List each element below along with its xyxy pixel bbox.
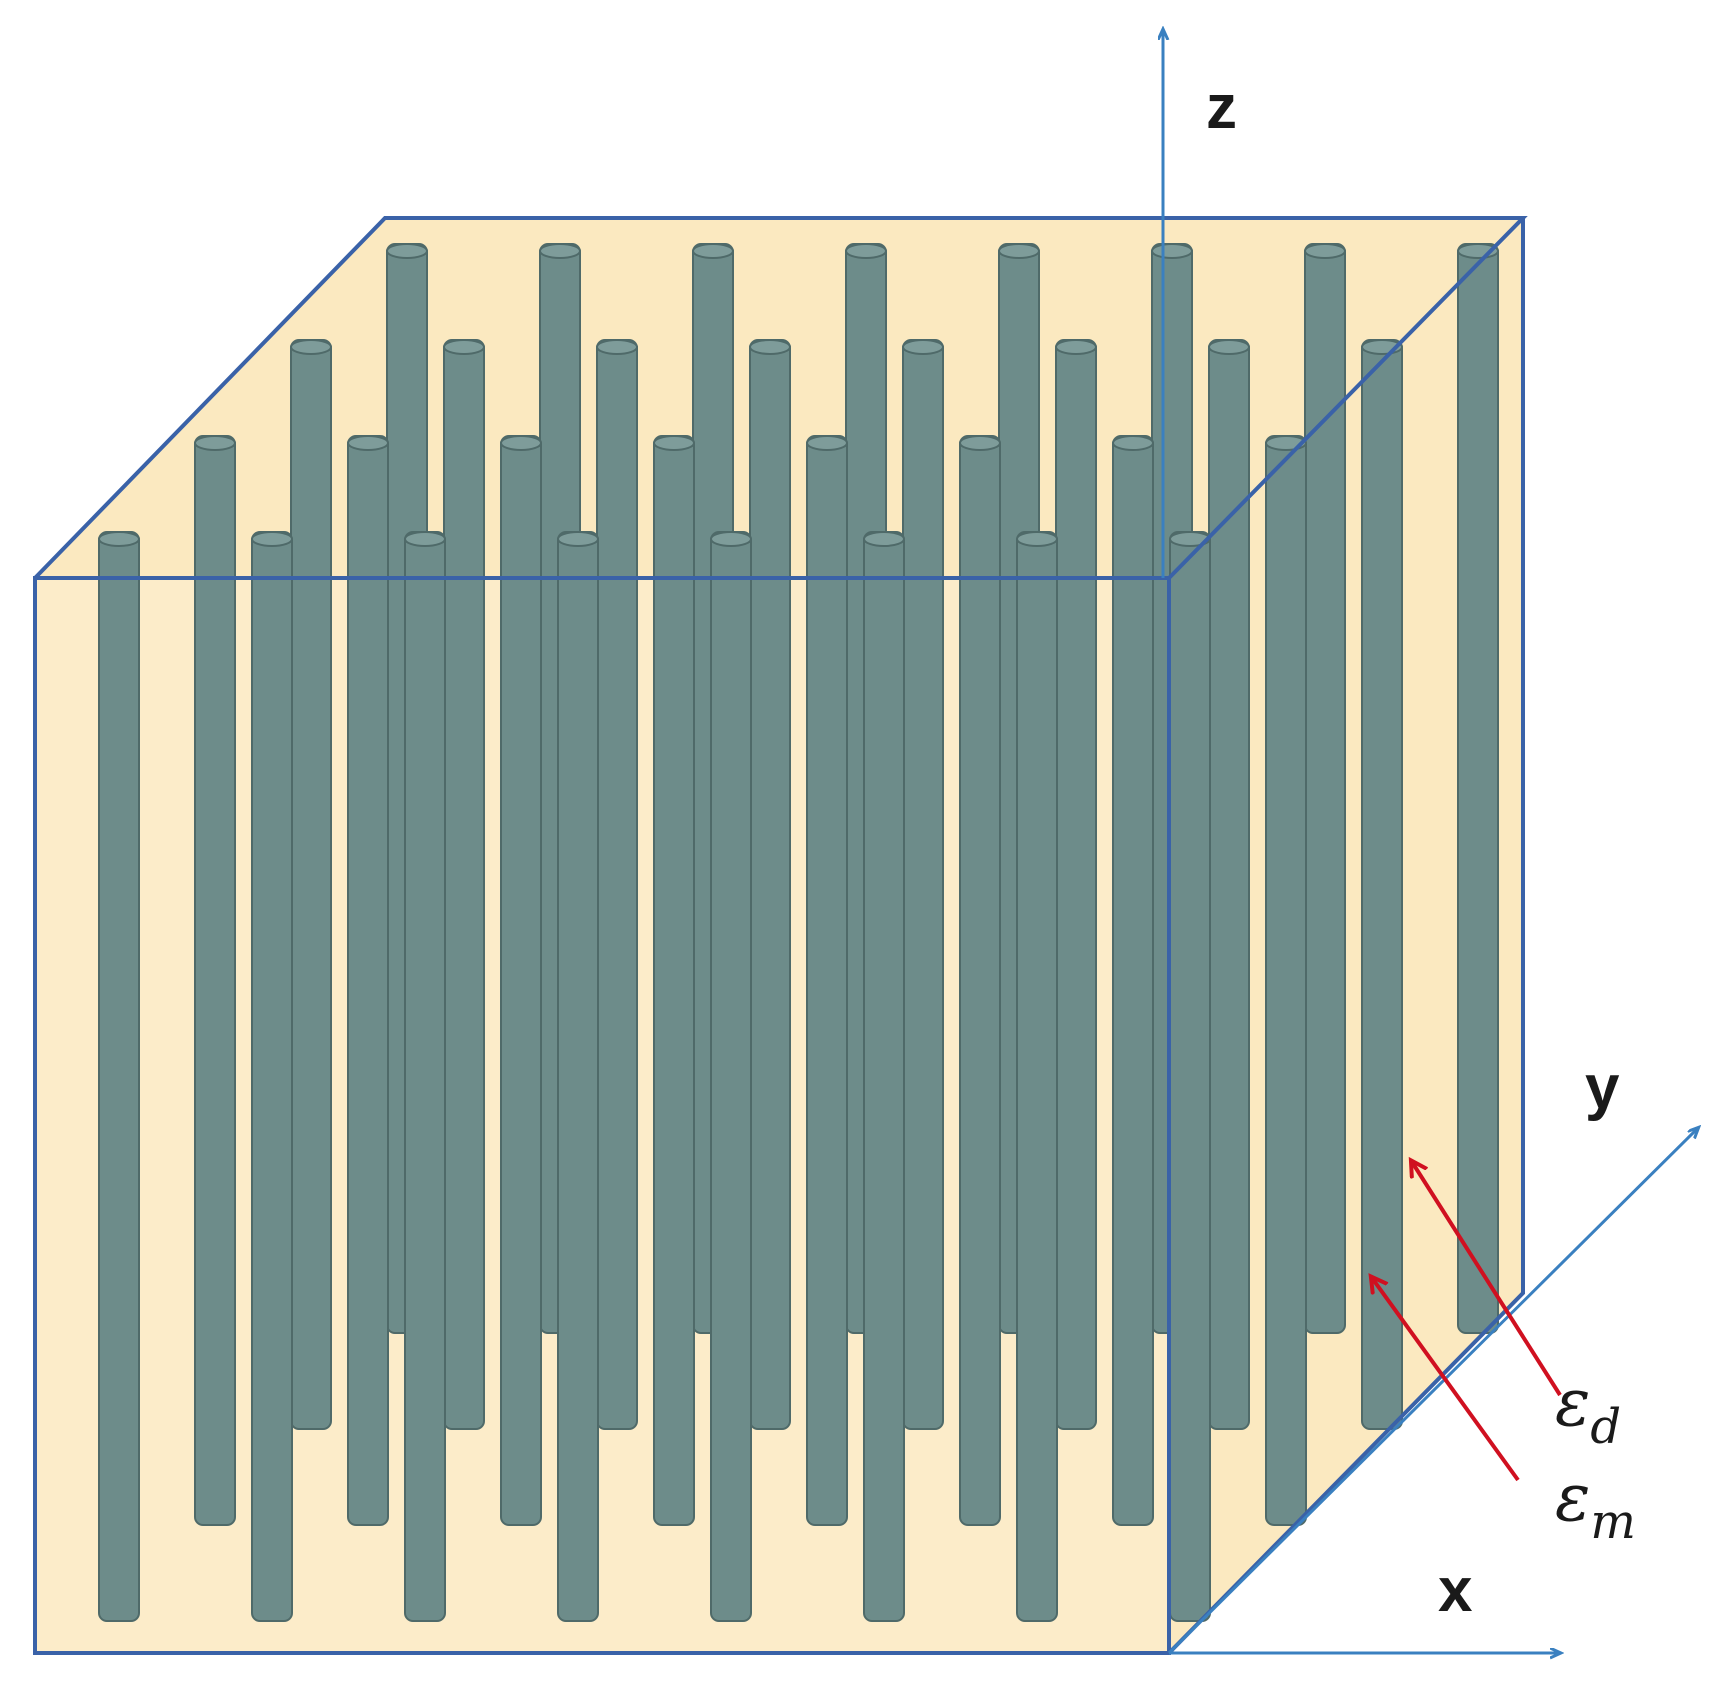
nanorod-cap <box>386 243 428 259</box>
nanorod-cap <box>251 531 293 547</box>
nanorod-cap <box>404 531 446 547</box>
nanorod <box>194 435 236 1526</box>
nanorod-cap <box>443 339 485 355</box>
nanorod-cap <box>557 531 599 547</box>
nanorod <box>1265 435 1307 1526</box>
nanorod-cap <box>194 435 236 451</box>
nanorod-cap <box>539 243 581 259</box>
nanorod <box>653 435 695 1526</box>
metal-subscript: m <box>1590 1494 1636 1550</box>
nanorod <box>1112 435 1154 1526</box>
nanorod <box>959 435 1001 1526</box>
material-pointers <box>1372 1162 1562 1482</box>
nanorod <box>404 531 446 1622</box>
nanorod <box>1016 531 1058 1622</box>
nanorod <box>557 531 599 1622</box>
nanorod-cap <box>290 339 332 355</box>
nanorod <box>1055 339 1097 1430</box>
nanorod <box>596 339 638 1430</box>
nanorod <box>500 435 542 1526</box>
nanorod-cap <box>863 531 905 547</box>
nanorod-body <box>596 339 638 1430</box>
dielectric-pointer-arrow <box>1412 1162 1562 1397</box>
nanorod-body <box>1361 339 1403 1430</box>
nanorod <box>710 531 752 1622</box>
nanorod-body <box>1457 243 1499 1334</box>
dielectric-subscript: d <box>1590 1399 1621 1455</box>
metal-epsilon: ε <box>1555 1459 1590 1536</box>
nanorod <box>806 435 848 1526</box>
nanorod-body <box>500 435 542 1526</box>
nanorod <box>902 339 944 1430</box>
nanorod-cap <box>1055 339 1097 355</box>
dielectric-permittivity-label: εd <box>1555 1364 1621 1455</box>
nanorod-body <box>347 435 389 1526</box>
dielectric-epsilon: ε <box>1555 1364 1590 1441</box>
top-back-outline <box>33 216 1528 580</box>
nanorod-cap <box>845 243 887 259</box>
nanorod-cap <box>500 435 542 451</box>
nanorod-body <box>1112 435 1154 1526</box>
nanorod-body <box>194 435 236 1526</box>
nanorod <box>98 531 140 1622</box>
nanorod-cap <box>653 435 695 451</box>
nanorod-cap <box>596 339 638 355</box>
nanorod-body <box>710 531 752 1622</box>
nanorod-body <box>749 339 791 1430</box>
nanorod-body <box>443 339 485 1430</box>
nanorod-cap <box>710 531 752 547</box>
nanorod-cap <box>1112 435 1154 451</box>
nanorod <box>1457 243 1499 1334</box>
metal-pointer-arrow <box>1372 1278 1520 1482</box>
nanorod <box>251 531 293 1622</box>
nanorod-cap <box>98 531 140 547</box>
y-axis-label: y <box>1585 1053 1620 1122</box>
y-axis <box>1167 1128 1698 1655</box>
side-back-outline <box>1167 218 1525 1655</box>
nanorod-body <box>1265 435 1307 1526</box>
nanorod <box>1169 531 1211 1622</box>
nanorod-body <box>806 435 848 1526</box>
nanorod-body <box>557 531 599 1622</box>
nanorod-cap <box>1304 243 1346 259</box>
metal-permittivity-label: εm <box>1555 1459 1636 1550</box>
nanorod-body <box>1169 531 1211 1622</box>
nanorod-cap <box>902 339 944 355</box>
nanorod <box>290 339 332 1430</box>
nanorod <box>749 339 791 1430</box>
x-axis-label: x <box>1438 1556 1473 1625</box>
nanorod-cap <box>1016 531 1058 547</box>
nanorod-body <box>98 531 140 1622</box>
nanorod-body <box>959 435 1001 1526</box>
nanorod-cap <box>959 435 1001 451</box>
nanorod-array <box>98 243 1499 1622</box>
nanorod-cap <box>1151 243 1193 259</box>
nanorod-body <box>404 531 446 1622</box>
nanorod-cap <box>1208 339 1250 355</box>
nanorod <box>863 531 905 1622</box>
nanorod-cap <box>347 435 389 451</box>
nanorod-body <box>290 339 332 1430</box>
nanorod-body <box>1016 531 1058 1622</box>
nanorod-cap <box>806 435 848 451</box>
nanorod <box>443 339 485 1430</box>
nanorod <box>1361 339 1403 1430</box>
nanorod-cap <box>998 243 1040 259</box>
nanorod-body <box>863 531 905 1622</box>
nanorod <box>347 435 389 1526</box>
nanorod-cap <box>692 243 734 259</box>
nanorod-body <box>902 339 944 1430</box>
nanorod-body <box>1055 339 1097 1430</box>
nanorod-body <box>251 531 293 1622</box>
z-axis-label: z <box>1206 73 1237 142</box>
nanorod-body <box>653 435 695 1526</box>
nanorod-cap <box>749 339 791 355</box>
coordinate-axes <box>1163 30 1698 1653</box>
